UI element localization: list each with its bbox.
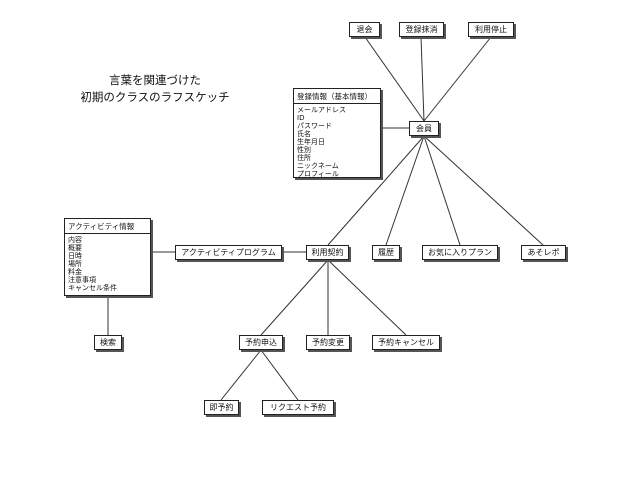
field-name: 氏名 xyxy=(297,130,311,138)
edge-kaiin-riyou-keiyaku xyxy=(327,135,425,246)
node-soku-yoyaku-label: 即予約 xyxy=(209,403,234,412)
caption-line-1: 言葉を関連づけた xyxy=(109,73,201,87)
field-profile: プロフィール xyxy=(297,170,339,178)
node-kaiin-label: 会員 xyxy=(416,124,432,133)
field-password: パスワード xyxy=(297,122,332,130)
node-soku-yoyaku: 即予約 xyxy=(204,400,239,415)
node-request-yoyaku-label: リクエスト予約 xyxy=(270,403,326,412)
node-riyou-teishi: 利用停止 xyxy=(468,22,514,37)
node-kensaku-label: 検索 xyxy=(100,338,116,347)
field-nickname: ニックネーム xyxy=(297,162,339,170)
node-yoyaku-moushikomi: 予約申込 xyxy=(239,335,283,350)
edge-moushikomi-soku xyxy=(220,349,262,401)
edge-keiyaku-cancel xyxy=(327,259,407,336)
node-okiniiri-plan-label: お気に入りプラン xyxy=(428,248,492,257)
node-kensaku: 検索 xyxy=(94,335,122,350)
entity-registration-title: 登録情報（基本情報） xyxy=(294,89,380,104)
entity-activity-title: アクティビティ情報 xyxy=(65,219,150,234)
node-activity-program: アクティビティプログラム xyxy=(175,245,282,260)
node-yoyaku-henkou: 予約変更 xyxy=(306,335,350,350)
node-touroku-massho-label: 登録抹消 xyxy=(405,25,438,34)
node-yoyaku-moushikomi-label: 予約申込 xyxy=(245,338,277,347)
edge-keiyaku-moushikomi xyxy=(260,259,329,336)
field-fee: 料金 xyxy=(68,268,82,276)
node-yoyaku-cancel-label: 予約キャンセル xyxy=(378,338,434,347)
node-riyou-teishi-label: 利用停止 xyxy=(475,25,507,34)
edge-kaiin-rireki xyxy=(385,135,425,246)
entity-registration-info: 登録情報（基本情報） メールアドレス ID パスワード 氏名 生年月日 性別 住… xyxy=(293,88,381,178)
field-summary: 概要 xyxy=(68,244,82,252)
node-kaiin: 会員 xyxy=(409,121,439,136)
field-place: 場所 xyxy=(68,260,82,268)
node-touroku-massho: 登録抹消 xyxy=(399,22,444,37)
edge-kaiin-riyou-teishi xyxy=(423,36,492,122)
edge-kaiin-taikai xyxy=(364,36,425,122)
sketch-caption: 言葉を関連づけた 初期のクラスのラフスケッチ xyxy=(60,72,250,106)
field-gender: 性別 xyxy=(297,146,311,154)
field-datetime: 日時 xyxy=(68,252,82,260)
field-birthdate: 生年月日 xyxy=(297,138,325,146)
node-okiniiri-plan: お気に入りプラン xyxy=(422,245,498,260)
field-content: 内容 xyxy=(68,236,82,244)
field-address: 住所 xyxy=(297,154,311,162)
field-notes: 注意事項 xyxy=(68,276,96,284)
node-riyou-keiyaku: 利用契約 xyxy=(306,245,349,260)
entity-activity-info: アクティビティ情報 内容 概要 日時 場所 料金 注意事項 キャンセル条件 xyxy=(64,218,151,296)
node-rireki-label: 履歴 xyxy=(378,248,394,257)
node-yoyaku-cancel: 予約キャンセル xyxy=(372,335,440,350)
node-rireki: 履歴 xyxy=(372,245,400,260)
field-id: ID xyxy=(297,114,305,122)
node-activity-program-label: アクティビティプログラム xyxy=(181,248,276,257)
caption-line-2: 初期のクラスのラフスケッチ xyxy=(80,90,230,104)
edge-kaiin-okiniiri xyxy=(423,135,461,246)
node-yoyaku-henkou-label: 予約変更 xyxy=(312,338,344,347)
node-riyou-keiyaku-label: 利用契約 xyxy=(311,248,344,257)
field-cancel-terms: キャンセル条件 xyxy=(68,284,117,292)
node-taikai: 退会 xyxy=(349,22,380,37)
node-asorepo-label: あそレポ xyxy=(527,248,560,257)
node-request-yoyaku: リクエスト予約 xyxy=(262,400,334,415)
edge-kaiin-asorepo xyxy=(423,135,544,246)
node-taikai-label: 退会 xyxy=(356,25,373,34)
node-asorepo: あそレポ xyxy=(521,245,566,260)
edge-moushikomi-request xyxy=(260,349,299,401)
edge-kaiin-touroku-massho xyxy=(420,36,425,122)
field-email: メールアドレス xyxy=(297,106,346,114)
